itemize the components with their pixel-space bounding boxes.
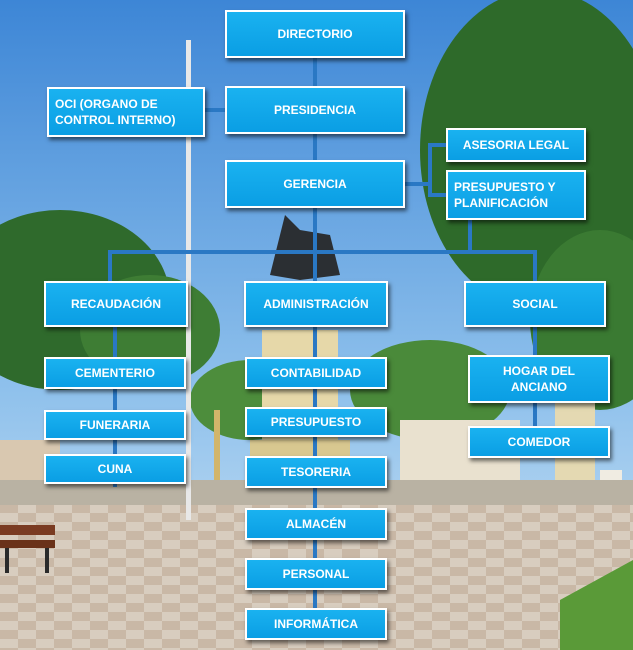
cuna-label: CUNA bbox=[97, 462, 133, 476]
contabilidad-label: CONTABILIDAD bbox=[270, 366, 362, 380]
cementerio-box: CEMENTERIO bbox=[44, 357, 186, 389]
directorio-label: DIRECTORIO bbox=[277, 27, 353, 41]
presupuesto-planificacion-label: PRESUPUESTO Y PLANIFICACIÓN bbox=[454, 180, 556, 210]
cementerio-label: CEMENTERIO bbox=[74, 366, 155, 380]
oci-box: OCI (ORGANO DE CONTROL INTERNO) bbox=[47, 87, 205, 137]
tesoreria-box: TESORERIA bbox=[245, 456, 387, 488]
informatica-box: INFORMÁTICA bbox=[245, 608, 387, 640]
comedor-box: COMEDOR bbox=[468, 426, 610, 458]
presidencia-box: PRESIDENCIA bbox=[225, 86, 405, 134]
presupuesto-planificacion-box: PRESUPUESTO Y PLANIFICACIÓN bbox=[446, 170, 586, 220]
funeraria-label: FUNERARIA bbox=[79, 418, 151, 432]
tesoreria-label: TESORERIA bbox=[280, 465, 351, 479]
cuna-box: CUNA bbox=[44, 454, 186, 484]
personal-label: PERSONAL bbox=[282, 567, 350, 581]
presupuesto-label: PRESUPUESTO bbox=[270, 415, 362, 429]
social-label: SOCIAL bbox=[512, 297, 558, 311]
directorio-box: DIRECTORIO bbox=[225, 10, 405, 58]
informatica-label: INFORMÁTICA bbox=[274, 617, 358, 631]
social-box: SOCIAL bbox=[464, 281, 606, 327]
administracion-box: ADMINISTRACIÓN bbox=[244, 281, 388, 327]
presupuesto-box: PRESUPUESTO bbox=[245, 407, 387, 437]
funeraria-box: FUNERARIA bbox=[44, 410, 186, 440]
comedor-label: COMEDOR bbox=[507, 435, 571, 449]
hogar-del-anciano-label: HOGAR DEL ANCIANO bbox=[503, 364, 575, 394]
gerencia-label: GERENCIA bbox=[283, 177, 347, 191]
recaudacion-box: RECAUDACIÓN bbox=[44, 281, 188, 327]
asesoria-legal-label: ASESORIA LEGAL bbox=[462, 138, 570, 152]
almacen-box: ALMACÉN bbox=[245, 508, 387, 540]
personal-box: PERSONAL bbox=[245, 558, 387, 590]
presidencia-label: PRESIDENCIA bbox=[273, 103, 356, 117]
contabilidad-box: CONTABILIDAD bbox=[245, 357, 387, 389]
gerencia-box: GERENCIA bbox=[225, 160, 405, 208]
hogar-del-anciano-box: HOGAR DEL ANCIANO bbox=[468, 355, 610, 403]
oci-label: OCI (ORGANO DE CONTROL INTERNO) bbox=[55, 97, 176, 127]
administracion-label: ADMINISTRACIÓN bbox=[263, 297, 369, 311]
recaudacion-label: RECAUDACIÓN bbox=[71, 297, 161, 311]
asesoria-legal-box: ASESORIA LEGAL bbox=[446, 128, 586, 162]
almacen-label: ALMACÉN bbox=[286, 517, 346, 531]
